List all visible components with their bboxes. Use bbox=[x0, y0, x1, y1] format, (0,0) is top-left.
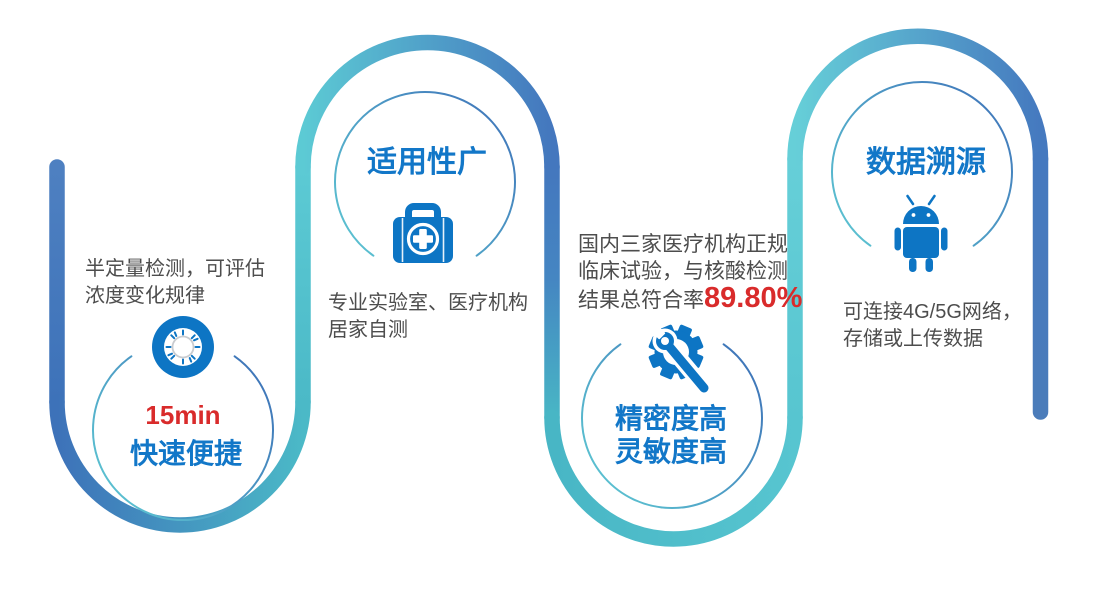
serpentine-path bbox=[49, 28, 1049, 547]
feature-circle-2 bbox=[334, 90, 516, 257]
section-4-description-line-1: 可连接4G/5G网络， bbox=[843, 301, 1022, 323]
section-4-description: 可连接4G/5G网络， 存储或上传数据 bbox=[843, 299, 1022, 353]
gear-wrench-icon bbox=[648, 324, 714, 398]
clock-icon bbox=[152, 316, 214, 378]
section-1-highlight-15min: 15min bbox=[145, 400, 221, 430]
feature-circle-4 bbox=[831, 80, 1013, 247]
section-1-description-line-1: 半定量检测，可评估 bbox=[85, 258, 265, 280]
section-3-description-line-1: 国内三家医疗机构正规 bbox=[578, 233, 788, 256]
section-2-description-line-1: 专业实验室、医疗机构 bbox=[328, 292, 528, 314]
section-4-description-line-2: 存储或上传数据 bbox=[843, 328, 983, 350]
section-2-title: 适用性广 bbox=[367, 146, 487, 179]
first-aid-kit-icon bbox=[393, 203, 453, 263]
section-3-description-line-2: 临床试验，与核酸检测 bbox=[578, 260, 788, 283]
feature-circle-3 bbox=[581, 343, 763, 510]
section-1-description: 半定量检测，可评估 浓度变化规律 bbox=[85, 256, 265, 310]
section-3-description-line-3: 结果总符合率89.80% bbox=[578, 282, 803, 314]
section-3-description: 国内三家医疗机构正规 临床试验，与核酸检测 结果总符合率89.80% bbox=[578, 231, 802, 314]
section-3-title: 精密度高 灵敏度高 bbox=[571, 402, 771, 468]
section-2-description: 专业实验室、医疗机构 居家自测 bbox=[328, 290, 528, 344]
section-3-title-line-2: 灵敏度高 bbox=[614, 436, 727, 467]
feature-circle-1 bbox=[92, 355, 274, 522]
section-3-title-line-1: 精密度高 bbox=[614, 403, 727, 434]
section-3-description-line-3-prefix: 结果总符合率 bbox=[578, 289, 704, 312]
android-icon bbox=[894, 194, 948, 272]
section-4-title: 数据溯源 bbox=[866, 146, 986, 179]
section-3-highlight-percentage: 89.80% bbox=[704, 282, 803, 314]
section-1-description-line-2: 浓度变化规律 bbox=[85, 285, 205, 307]
section-1-title: 快速便捷 bbox=[129, 438, 242, 469]
section-2-description-line-2: 居家自测 bbox=[328, 319, 408, 341]
